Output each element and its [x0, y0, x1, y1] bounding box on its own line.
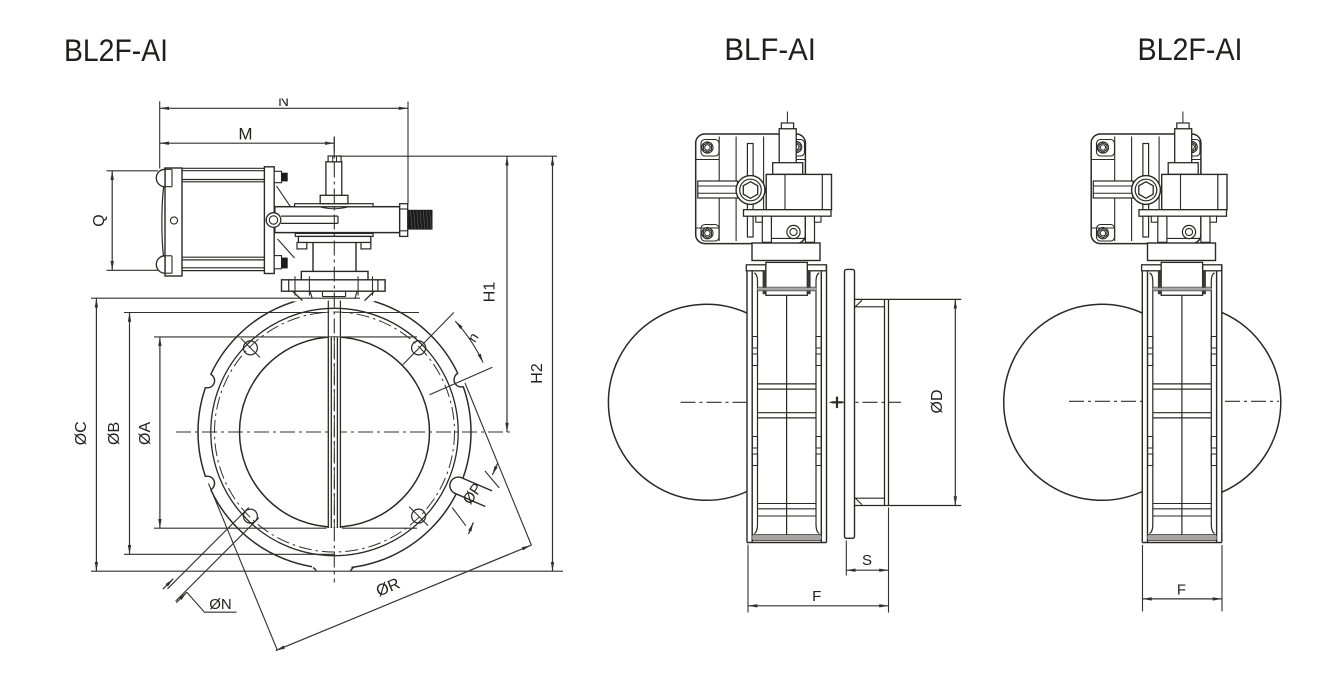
svg-text:ØA: ØA — [137, 422, 154, 445]
svg-text:BL2F-AI: BL2F-AI — [1138, 31, 1243, 67]
svg-text:S: S — [862, 552, 872, 569]
svg-text:BLF-AI: BLF-AI — [724, 31, 816, 67]
svg-text:F: F — [1177, 582, 1186, 599]
svg-text:M: M — [238, 125, 252, 144]
svg-text:H1: H1 — [482, 282, 499, 303]
svg-text:N: N — [278, 93, 289, 110]
svg-text:ØD: ØD — [929, 390, 946, 414]
svg-text:ØB: ØB — [106, 422, 123, 445]
svg-text:ØN: ØN — [209, 596, 232, 613]
svg-text:H2: H2 — [529, 363, 546, 384]
svg-text:BL2F-AI: BL2F-AI — [64, 32, 168, 68]
svg-text:ØC: ØC — [73, 421, 90, 445]
svg-text:Q: Q — [91, 214, 108, 226]
svg-text:F: F — [812, 588, 821, 605]
